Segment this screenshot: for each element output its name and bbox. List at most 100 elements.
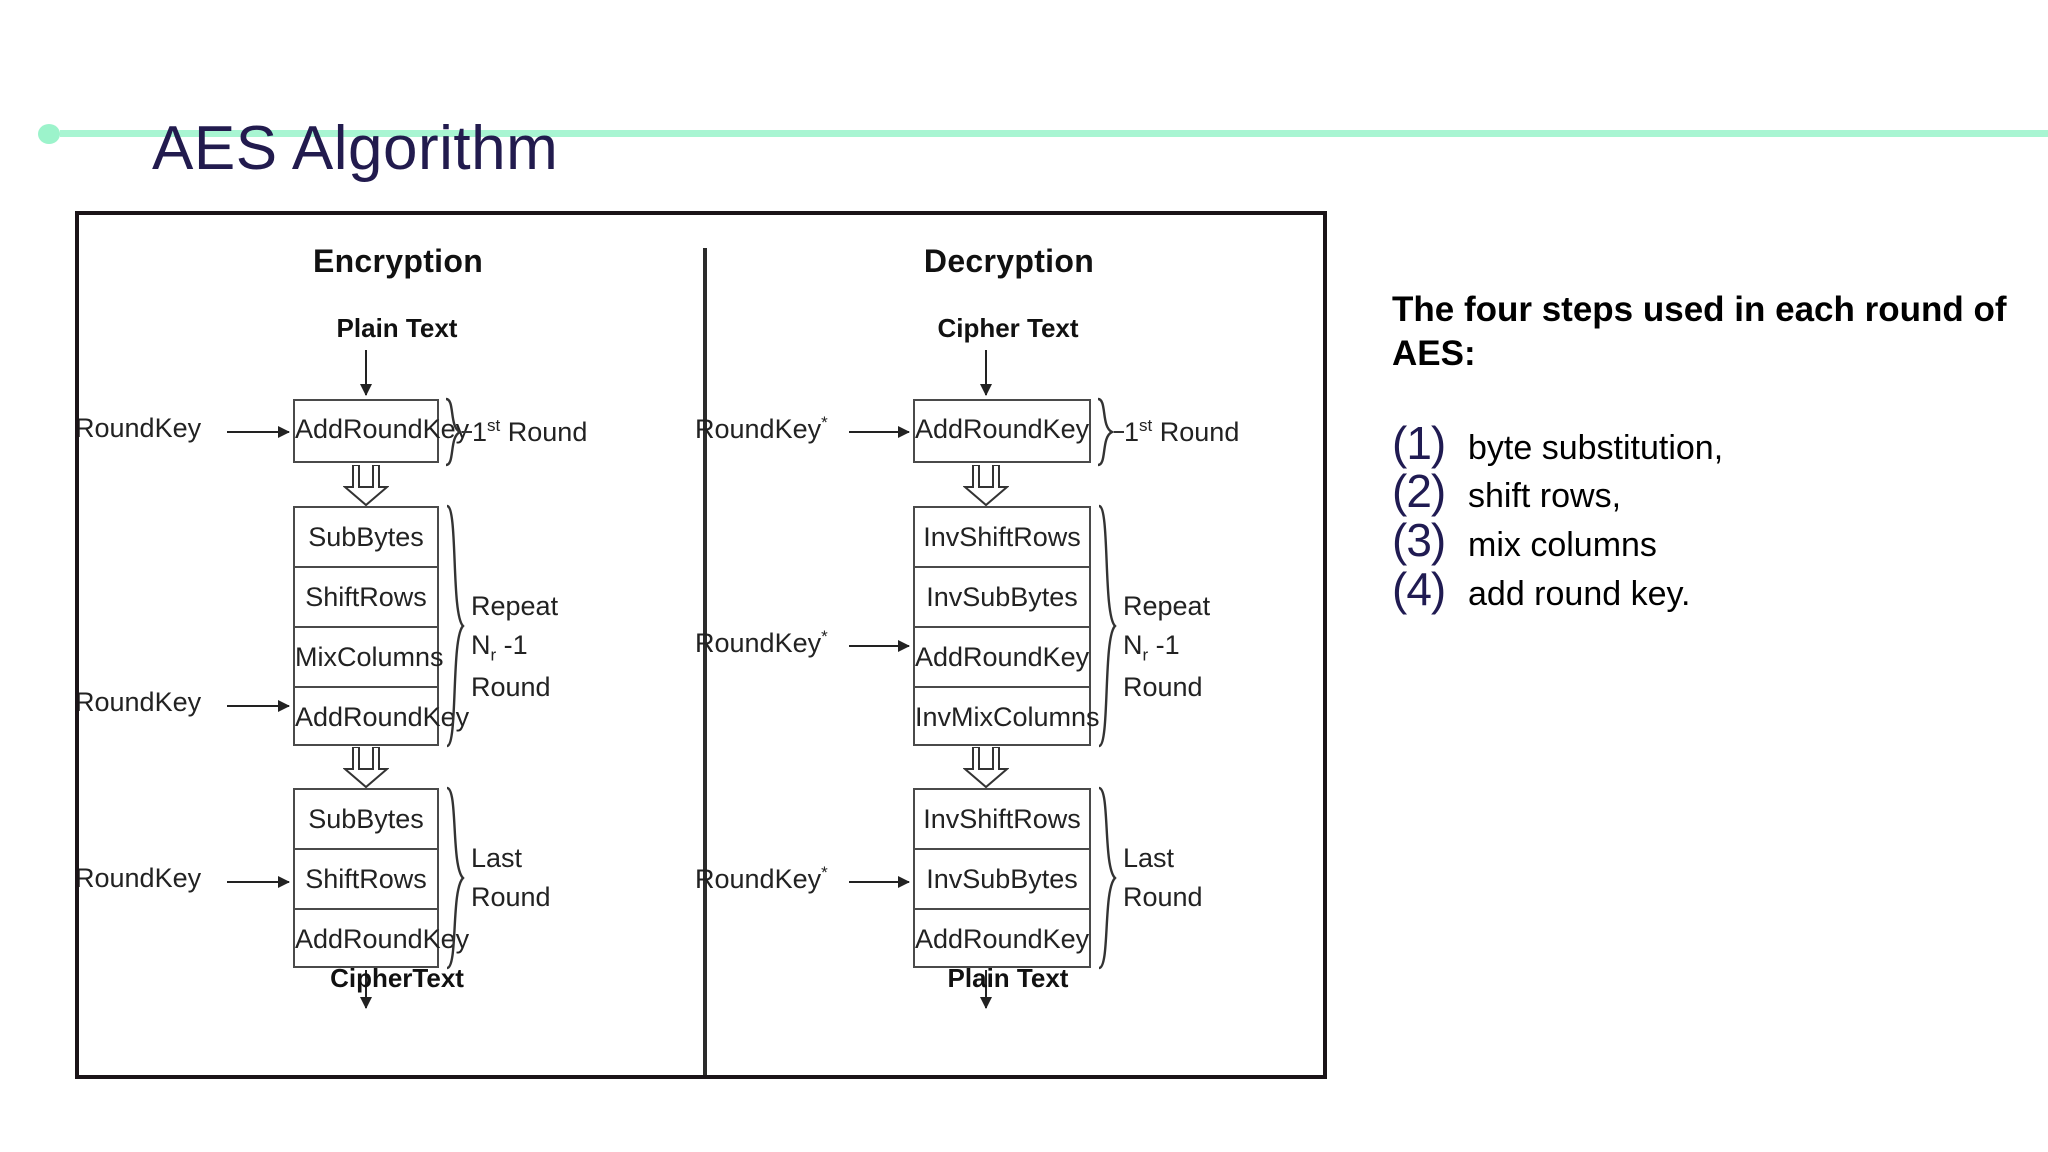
encryption-roundkey-label-2: RoundKey <box>75 687 202 718</box>
last-word: Last <box>471 843 523 873</box>
decryption-roundkey-label-2: RoundKey* <box>695 627 828 659</box>
stage-box: InvSubBytes <box>915 568 1089 628</box>
arrow-last-round-to-output <box>980 970 992 1009</box>
round-label-ordinal: st <box>1139 416 1153 435</box>
encryption-round-label-2: Repeat Nr -1 Round <box>471 587 558 707</box>
block-arrow-to-repeat-round <box>343 465 389 509</box>
decryption-round-label-1: 1st Round <box>1124 413 1239 452</box>
roundkey-text: RoundKey <box>75 413 202 443</box>
decryption-brace-1 <box>1095 397 1117 467</box>
roundkey-text: RoundKey <box>75 863 202 893</box>
encryption-column: Encryption Plain Text AddRoundKey RoundK… <box>79 215 703 1075</box>
stage-box: InvSubBytes <box>915 850 1089 910</box>
decryption-input-label: Cipher Text <box>937 313 1079 343</box>
encryption-roundkey-label-1: RoundKey <box>75 413 202 444</box>
step-number: (1) <box>1392 416 1446 469</box>
roundkey-asterisk: * <box>821 413 828 432</box>
decryption-brace-3 <box>1095 786 1119 970</box>
step-number: (4) <box>1392 562 1446 615</box>
stage-box: InvShiftRows <box>915 790 1089 850</box>
step-text: add round key. <box>1468 574 1691 613</box>
encryption-heading: Encryption <box>312 243 484 279</box>
encryption-round-label-3: Last Round <box>471 839 551 917</box>
encryption-first-round-stack: AddRoundKey <box>293 399 470 463</box>
encryption-brace-2 <box>443 504 467 748</box>
stage-box: InvShiftRows <box>915 508 1089 568</box>
stage-box: AddRoundKey <box>295 924 470 954</box>
encryption-brace-3 <box>443 786 467 970</box>
step-text: shift rows, <box>1468 477 1622 516</box>
nr-expression: Nr -1 <box>471 630 528 665</box>
arrow-last-round-to-output <box>360 970 372 1009</box>
decryption-roundkey-arrow-2 <box>849 640 910 652</box>
stage-box: InvMixColumns <box>915 702 1100 732</box>
decryption-column: Decryption Cipher Text AddRoundKey Round… <box>695 215 1323 1075</box>
round-word: Round <box>471 672 551 703</box>
step-number: (3) <box>1392 513 1446 566</box>
encryption-input-label: Plain Text <box>336 313 458 343</box>
block-arrow-to-last-round <box>343 747 389 791</box>
decryption-roundkey-arrow-3 <box>849 876 910 888</box>
arrow-input-to-first-round <box>360 350 372 396</box>
repeat-word: Repeat <box>471 591 559 621</box>
round-label-text: 1st Round <box>472 416 588 447</box>
list-item: (2) shift rows, <box>1392 468 2022 515</box>
step-text: mix columns <box>1468 525 1657 564</box>
roundkey-text: RoundKey <box>695 628 822 658</box>
encryption-last-round-stack: SubBytes ShiftRows AddRoundKey <box>293 788 470 968</box>
encryption-brace-1 <box>443 397 465 467</box>
title-accent-rule <box>60 130 2048 137</box>
list-item: (1) byte substitution, <box>1392 420 2022 467</box>
nr-expression: Nr -1 <box>1123 630 1180 665</box>
round-label-ordinal: st <box>487 416 501 435</box>
encryption-brace-tick-1 <box>462 431 472 433</box>
round-word: Round <box>1123 882 1203 913</box>
stage-box: SubBytes <box>295 790 437 850</box>
roundkey-asterisk: * <box>821 627 828 646</box>
stage-box: MixColumns <box>295 628 444 688</box>
encryption-round-label-1: 1st Round <box>472 413 587 452</box>
step-text: byte substitution, <box>1468 428 1724 467</box>
roundkey-text: RoundKey <box>695 864 822 894</box>
stage-box: SubBytes <box>295 508 437 568</box>
encryption-roundkey-label-3: RoundKey <box>75 863 202 894</box>
stage-box: AddRoundKey <box>915 414 1090 444</box>
round-word: Round <box>471 882 551 913</box>
aes-algorithm-diagram: Encryption Plain Text AddRoundKey RoundK… <box>75 211 1327 1079</box>
roundkey-text: RoundKey <box>695 414 822 444</box>
decryption-roundkey-arrow-1 <box>849 426 910 438</box>
roundkey-asterisk: * <box>821 863 828 882</box>
round-label-text: 1st Round <box>1124 416 1240 447</box>
encryption-roundkey-arrow-3 <box>227 876 290 888</box>
arrow-input-to-first-round <box>980 350 992 396</box>
steps-panel: The four steps used in each round of AES… <box>1392 288 2022 614</box>
last-word: Last <box>1123 843 1175 873</box>
step-number: (2) <box>1392 465 1446 518</box>
diagram-column-divider <box>703 248 707 1075</box>
decryption-output-label: Plain Text <box>947 963 1069 993</box>
list-item: (3) mix columns <box>1392 517 2022 564</box>
decryption-roundkey-label-1: RoundKey* <box>695 413 828 445</box>
stage-box: ShiftRows <box>295 568 437 628</box>
list-item: (4) add round key. <box>1392 566 2022 613</box>
decryption-last-round-stack: InvShiftRows InvSubBytes AddRoundKey <box>913 788 1091 968</box>
stage-box: ShiftRows <box>295 850 437 910</box>
decryption-heading: Decryption <box>923 243 1095 279</box>
stage-box: AddRoundKey <box>295 414 470 444</box>
stage-box: AddRoundKey <box>295 702 470 732</box>
round-word: Round <box>1123 672 1203 703</box>
stage-box: AddRoundKey <box>915 924 1090 954</box>
stage-box: AddRoundKey <box>915 628 1089 688</box>
block-arrow-to-last-round <box>963 747 1009 791</box>
encryption-repeat-round-stack: SubBytes ShiftRows MixColumns AddRoundKe… <box>293 506 470 746</box>
roundkey-text: RoundKey <box>75 687 202 717</box>
encryption-roundkey-arrow-2 <box>227 700 290 712</box>
encryption-roundkey-arrow-1 <box>227 426 290 438</box>
decryption-roundkey-label-3: RoundKey* <box>695 863 828 895</box>
repeat-word: Repeat <box>1123 591 1211 621</box>
decryption-repeat-round-stack: InvShiftRows InvSubBytes AddRoundKey Inv… <box>913 506 1100 746</box>
decryption-brace-tick-1 <box>1114 431 1124 433</box>
page-title: AES Algorithm <box>152 113 559 183</box>
title-accent-dot <box>38 124 60 144</box>
decryption-round-label-3: Last Round <box>1123 839 1203 917</box>
